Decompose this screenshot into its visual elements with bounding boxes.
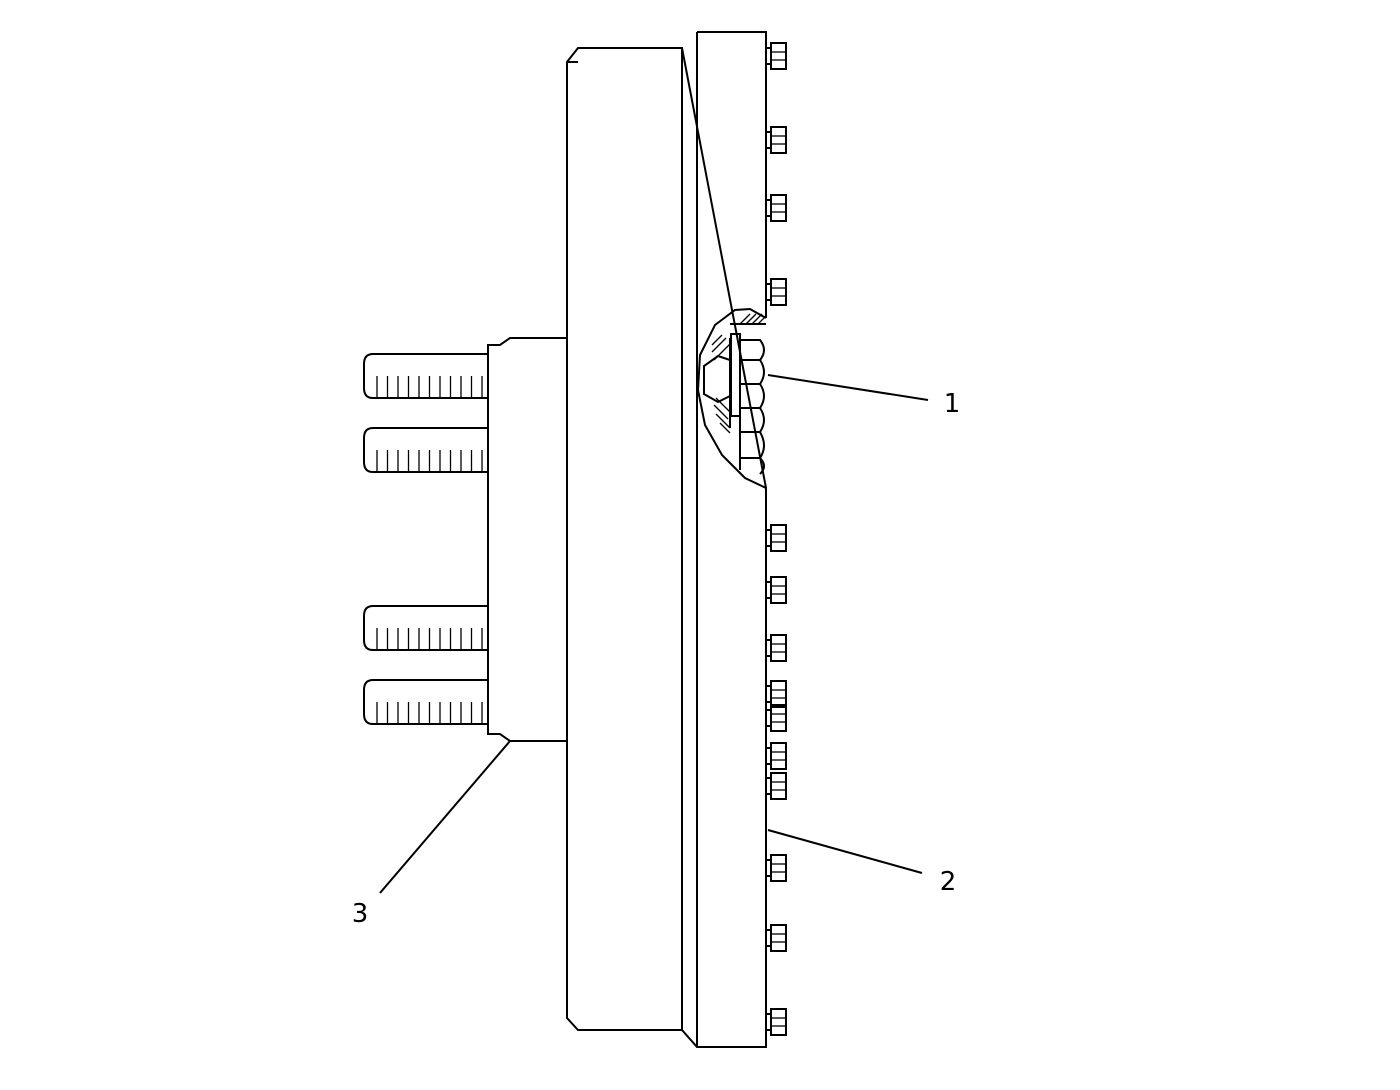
bolt	[765, 576, 787, 604]
internal-fastener-stack	[740, 339, 765, 475]
bolt	[765, 126, 787, 154]
callout-1: 1	[944, 389, 961, 419]
cutaway-hatching	[711, 313, 767, 434]
stud	[363, 427, 488, 473]
internal-washer	[730, 333, 741, 417]
bolt	[765, 924, 787, 952]
stud	[363, 605, 488, 651]
leader-line-3	[379, 740, 511, 894]
bolt	[765, 524, 787, 552]
bolt	[765, 704, 787, 732]
bolt	[765, 194, 787, 222]
bolt	[765, 1008, 787, 1036]
bolt	[765, 772, 787, 800]
hub-body	[566, 47, 683, 1031]
bolt	[765, 278, 787, 306]
bolt	[765, 634, 787, 662]
bolt	[765, 680, 787, 708]
bolt	[765, 42, 787, 70]
bolt	[765, 742, 787, 770]
mounting-studs	[363, 353, 488, 725]
cutaway-outline	[696, 307, 767, 489]
ring-bolts	[765, 42, 787, 1036]
leader-line-2	[767, 829, 923, 874]
leader-line-1	[767, 374, 929, 401]
bolt	[765, 854, 787, 882]
adapter-plate	[487, 337, 567, 742]
callout-3: 3	[352, 899, 369, 929]
callout-2: 2	[940, 867, 957, 897]
housing-ring	[681, 31, 767, 1048]
stud	[363, 679, 488, 725]
internal-bolt-head	[703, 354, 731, 404]
stud	[363, 353, 488, 399]
